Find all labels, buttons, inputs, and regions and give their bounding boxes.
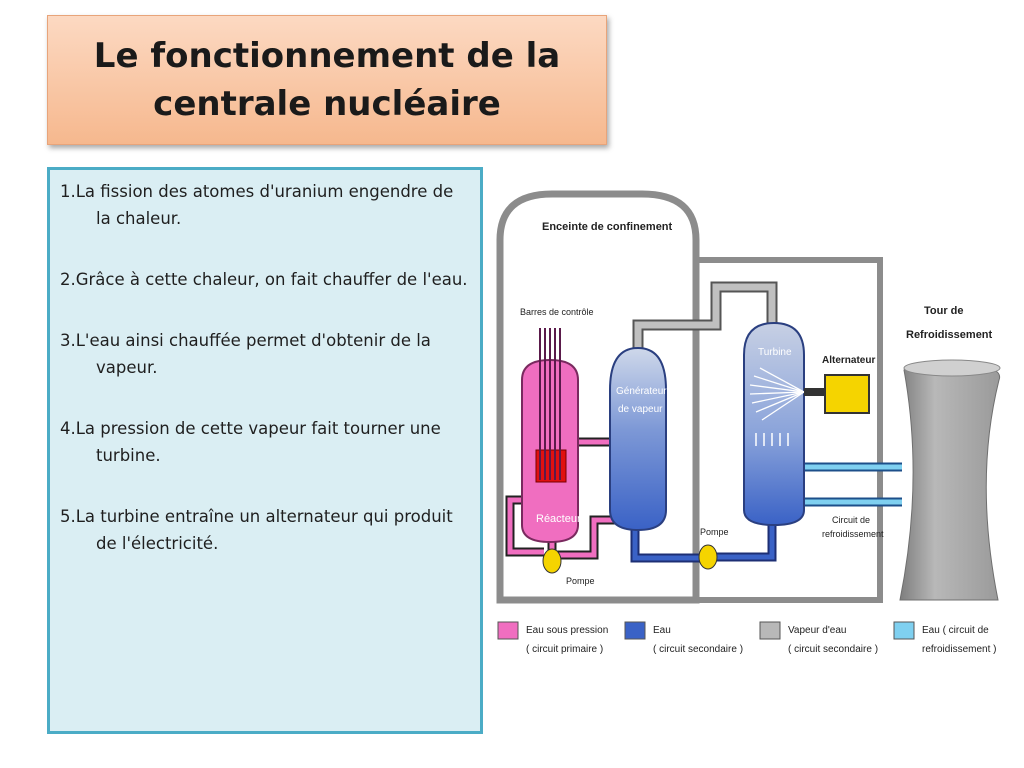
- condensation-arrows: [755, 433, 789, 446]
- step-4: 4.La pression de cette vapeur fait tourn…: [60, 419, 441, 465]
- legend-label-cooling-1: Eau ( circuit de: [922, 625, 989, 636]
- legend-label-primary-1: Eau sous pression: [526, 625, 608, 636]
- legend-label-cooling-2: refroidissement ): [922, 644, 996, 655]
- steam-generator-label-1: Générateur: [616, 386, 667, 397]
- cooling-tower-top: [903, 359, 1001, 377]
- tower-label-2: Refroidissement: [906, 329, 993, 341]
- primary-pump-label: Pompe: [566, 576, 595, 586]
- legend-label-primary-2: ( circuit primaire ): [526, 644, 603, 655]
- reactor-label: Réacteur: [536, 513, 581, 525]
- steps-box: 1.La fission des atomes d'uranium engend…: [47, 167, 483, 734]
- legend-label-secondary-1: Eau: [653, 625, 671, 636]
- title-box: Le fonctionnement de la centrale nucléai…: [47, 15, 607, 145]
- steam-generator: [609, 346, 667, 532]
- legend-label-secondary-2: ( circuit secondaire ): [653, 644, 743, 655]
- legend-swatch-steam: [759, 621, 781, 640]
- primary-pump: [542, 548, 562, 574]
- alternator: [824, 374, 870, 414]
- title-line-1: Le fonctionnement de la: [93, 36, 561, 76]
- tower-label-1: Tour de: [924, 305, 964, 317]
- secondary-pump: [698, 544, 718, 570]
- nuclear-plant-diagram: Enceinte de confinement Tour de Refroidi…: [496, 190, 1001, 655]
- turbine-casing: [743, 321, 805, 527]
- alternator-label: Alternateur: [822, 355, 875, 366]
- control-rods: [539, 328, 561, 480]
- step-5: 5.La turbine entraîne un alternateur qui…: [60, 507, 453, 553]
- step-1: 1.La fission des atomes d'uranium engend…: [60, 182, 454, 228]
- title-line-2: centrale nucléaire: [153, 84, 501, 124]
- legend-label-steam-1: Vapeur d'eau: [788, 625, 846, 636]
- legend-label-steam-2: ( circuit secondaire ): [788, 644, 878, 655]
- legend-swatch-secondary: [624, 621, 646, 640]
- legend-swatch-cooling: [893, 621, 915, 640]
- slide-title: Le fonctionnement de la centrale nucléai…: [94, 32, 560, 128]
- turbine-shaft: [804, 388, 828, 396]
- cooling-tower: [899, 361, 1001, 601]
- turbine-blades: [749, 367, 805, 421]
- cooling-circuit-label-1: Circuit de: [832, 515, 870, 525]
- step-2: 2.Grâce à cette chaleur, on fait chauffe…: [60, 270, 468, 289]
- step-3: 3.L'eau ainsi chauffée permet d'obtenir …: [60, 331, 431, 377]
- turbine-label: Turbine: [758, 347, 792, 358]
- cooling-circuit-label-2: refroidissement: [822, 529, 884, 539]
- legend-swatch-primary: [497, 621, 519, 640]
- secondary-pump-label: Pompe: [700, 527, 729, 537]
- containment-label: Enceinte de confinement: [542, 221, 673, 233]
- machine-hall: [693, 257, 883, 603]
- legend: Eau sous pression ( circuit primaire ) E…: [497, 621, 996, 655]
- steam-generator-label-2: de vapeur: [618, 404, 663, 415]
- control-rods-label: Barres de contrôle: [520, 307, 594, 317]
